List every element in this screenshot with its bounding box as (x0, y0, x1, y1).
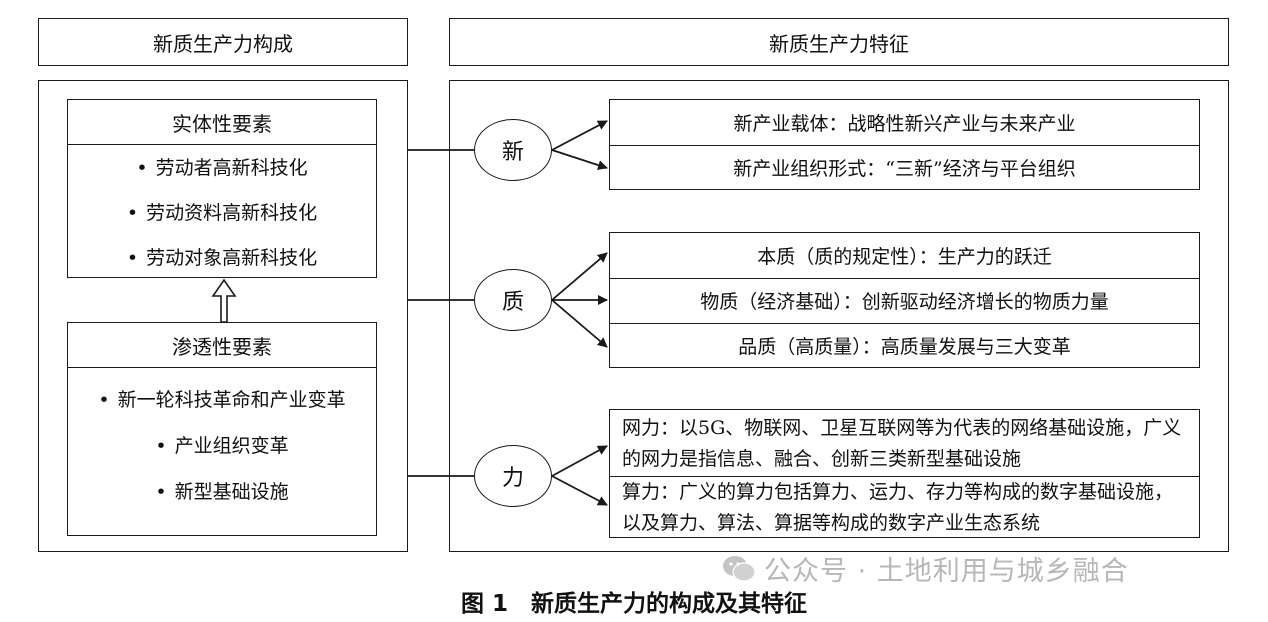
entity-divider (68, 144, 376, 145)
feature-item: 品质（高质量）：高质量发展与三大变革 (738, 336, 1071, 358)
zhi-feature-box: 本质（质的规定性）：生产力的跃迁 物质（经济基础）：创新驱动经济增长的物质力量 … (609, 232, 1200, 368)
feature-divider (610, 145, 1199, 146)
li-feature-box: 网力：以5G、物联网、卫星互联网等为代表的网络基础设施，广义的网力是指信息、融合… (609, 409, 1200, 538)
list-item: 新型基础设施 (68, 477, 376, 504)
watermark-text: 公众号 · 土地利用与城乡融合 (764, 556, 1129, 587)
entity-elements-title: 实体性要素 (172, 111, 272, 136)
penetration-elements-title: 渗透性要素 (172, 334, 272, 359)
list-item: 劳动者高新科技化 (68, 153, 376, 180)
feature-item: 新产业组织形式：“三新”经济与平台组织 (733, 158, 1076, 180)
figure-caption: 图 1 新质生产力的构成及其特征 (460, 591, 807, 617)
feature-circle-label: 质 (501, 290, 524, 315)
feature-divider (610, 323, 1199, 324)
feature-circle-li: 力 (474, 445, 552, 507)
list-item: 劳动对象高新科技化 (68, 243, 376, 270)
feature-paragraph: 算力：广义的算力包括算力、运力、存力等构成的数字基础设施，以及算力、算法、算据等… (622, 481, 1174, 534)
feature-item: 本质（质的规定性）：生产力的跃迁 (757, 246, 1052, 268)
entity-elements-box: 实体性要素 劳动者高新科技化 劳动资料高新科技化 劳动对象高新科技化 (67, 99, 377, 278)
penetration-divider (68, 367, 376, 368)
watermark: 公众号 · 土地利用与城乡融合 (722, 549, 1129, 588)
penetration-elements-box: 渗透性要素 新一轮科技革命和产业变革 产业组织变革 新型基础设施 (67, 322, 377, 536)
wechat-icon (723, 555, 756, 582)
header-features-box: 新质生产力特征 (449, 18, 1229, 66)
xin-feature-box: 新产业载体：战略性新兴产业与未来产业 新产业组织形式：“三新”经济与平台组织 (609, 99, 1200, 190)
feature-circle-label: 新 (501, 140, 524, 165)
header-composition-title: 新质生产力构成 (153, 31, 293, 56)
feature-paragraph: 网力：以5G、物联网、卫星互联网等为代表的网络基础设施，广义的网力是指信息、融合… (622, 417, 1182, 470)
feature-item: 物质（经济基础）：创新驱动经济增长的物质力量 (700, 291, 1109, 313)
feature-divider (610, 476, 1199, 477)
feature-divider (610, 278, 1199, 279)
header-features-title: 新质生产力特征 (769, 31, 909, 56)
feature-circle-label: 力 (501, 466, 524, 491)
list-item: 劳动资料高新科技化 (68, 198, 376, 225)
list-item: 产业组织变革 (68, 431, 376, 458)
feature-circle-xin: 新 (474, 119, 552, 181)
list-item: 新一轮科技革命和产业变革 (68, 385, 376, 412)
feature-circle-zhi: 质 (474, 269, 552, 331)
header-composition-box: 新质生产力构成 (38, 18, 408, 66)
feature-item: 新产业载体：战略性新兴产业与未来产业 (733, 113, 1076, 135)
